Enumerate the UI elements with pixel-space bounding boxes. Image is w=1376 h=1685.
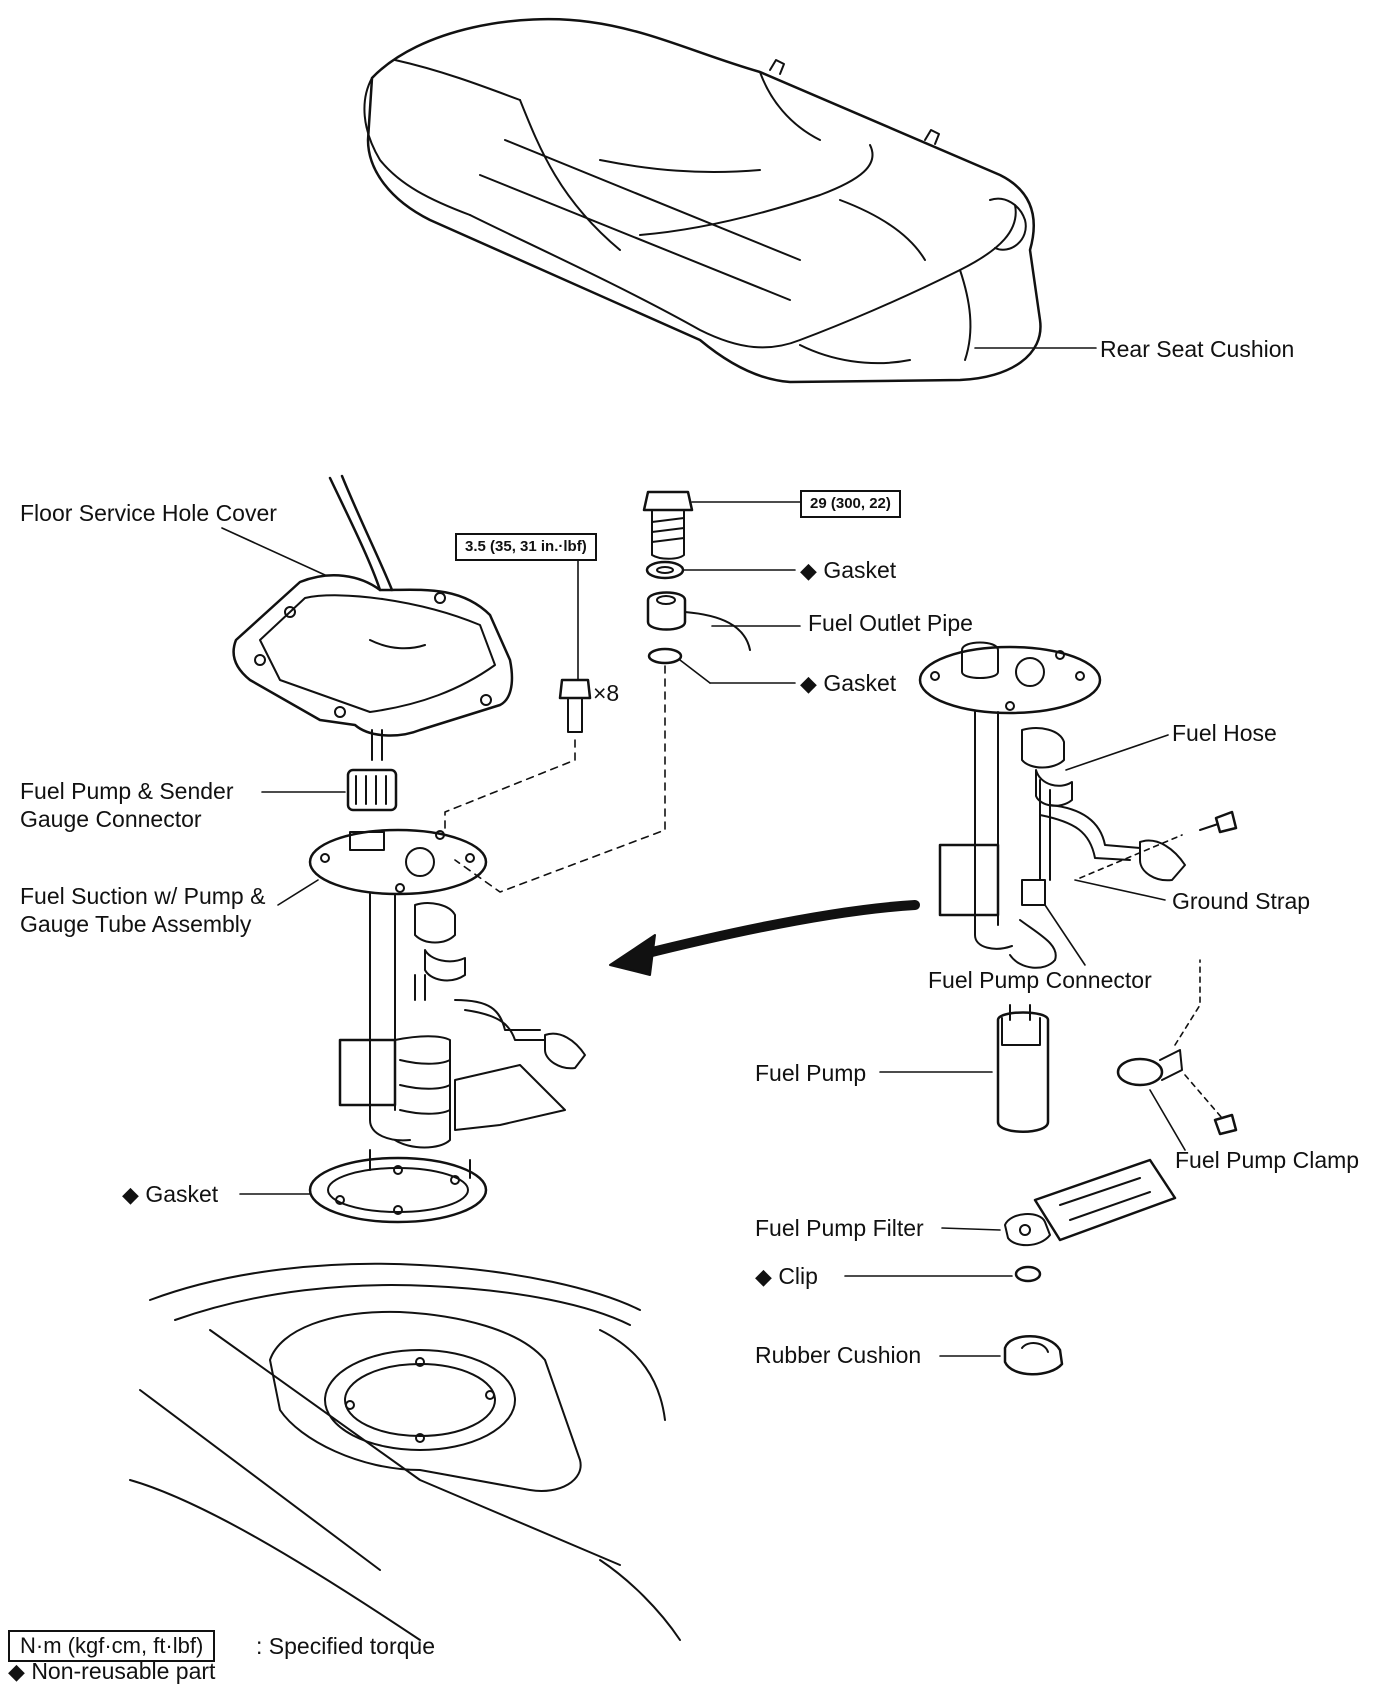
fuel-suction-assembly-drawing: [308, 828, 586, 1149]
label-suction-assembly-line1: Fuel Suction w/ Pump &: [20, 883, 266, 909]
fuel-outlet-pipe-drawing: [646, 591, 751, 651]
leader-fuel-pump-connector: [1044, 904, 1086, 966]
fuel-suction-detail-drawing: [918, 641, 1186, 969]
arrow-head: [609, 934, 656, 976]
assembly-direction-arrow: [635, 900, 920, 960]
non-reusable-symbol: ◆: [122, 1182, 139, 1207]
dashed-bolt-line: [444, 739, 576, 831]
legend-non-reusable-symbol: ◆: [8, 1659, 25, 1684]
label-upper-gasket: ◆ Gasket: [800, 557, 897, 583]
floor-panel-drawing: [129, 1262, 681, 1641]
label-clip: ◆ Clip: [755, 1263, 818, 1289]
torque-cover-bolts: 3.5 (35, 31 in.·lbf): [455, 533, 597, 561]
lower-gasket-drawing: [647, 647, 683, 665]
leader-fuel-hose: [1065, 734, 1169, 771]
rear-seat-cushion-drawing: [363, 17, 1042, 384]
dashed-outlet-line: [454, 665, 666, 893]
fuel-pump-filter-drawing: [1004, 1158, 1177, 1247]
label-lower-gasket: ◆ Gasket: [800, 670, 897, 696]
ground-strap-screw-drawing: [1199, 810, 1238, 834]
label-fuel-pump: Fuel Pump: [755, 1060, 867, 1086]
bottom-gasket-drawing: [308, 1149, 488, 1224]
fuel-pump-drawing: [996, 1004, 1050, 1133]
rubber-cushion-drawing: [1003, 1335, 1064, 1376]
legend-torque-description: : Specified torque: [256, 1633, 436, 1659]
leader-ground-strap: [1074, 879, 1166, 901]
label-fuel-hose: Fuel Hose: [1172, 720, 1277, 746]
label-fuel-pump-connector: Fuel Pump Connector: [928, 967, 1152, 993]
cover-bolt-drawing: [558, 678, 592, 733]
label-fuel-pump-clamp: Fuel Pump Clamp: [1175, 1147, 1360, 1173]
leader-floor-cover: [221, 527, 326, 576]
non-reusable-symbol: ◆: [800, 558, 817, 583]
label-sender-connector-line1: Fuel Pump & Sender: [20, 778, 234, 804]
label-bolt-count: ×8: [593, 680, 620, 706]
legend-torque-units: N·m (kgf·cm, ft·lbf): [8, 1630, 216, 1662]
sender-gauge-connector-drawing: [346, 768, 398, 812]
leader-suction-assembly: [277, 879, 319, 906]
floor-service-hole-cover-drawing: [232, 474, 514, 761]
label-suction-assembly-line2: Gauge Tube Assembly: [20, 911, 252, 937]
non-reusable-symbol: ◆: [800, 671, 817, 696]
label-bottom-gasket: ◆ Gasket: [122, 1181, 219, 1207]
torque-union-bolt: 29 (300, 22): [800, 490, 901, 518]
label-fuel-pump-filter: Fuel Pump Filter: [755, 1215, 924, 1241]
leader-fuel-pump-filter: [941, 1227, 1001, 1231]
union-bolt-drawing: [642, 490, 694, 560]
clip-drawing: [1014, 1265, 1042, 1283]
label-ground-strap: Ground Strap: [1172, 888, 1311, 914]
label-fuel-outlet-pipe: Fuel Outlet Pipe: [808, 610, 973, 636]
non-reusable-symbol: ◆: [755, 1264, 772, 1289]
upper-gasket-drawing: [645, 560, 685, 580]
legend-non-reusable: ◆ Non-reusable part: [8, 1658, 216, 1684]
label-sender-connector-line2: Gauge Connector: [20, 806, 202, 832]
label-rear-seat-cushion: Rear Seat Cushion: [1100, 336, 1295, 362]
label-floor-service-hole-cover: Floor Service Hole Cover: [20, 500, 277, 526]
label-rubber-cushion: Rubber Cushion: [755, 1342, 922, 1368]
fuel-pump-clamp-drawing: [1116, 1049, 1238, 1136]
leader-fuel-pump-clamp: [1149, 1089, 1186, 1151]
